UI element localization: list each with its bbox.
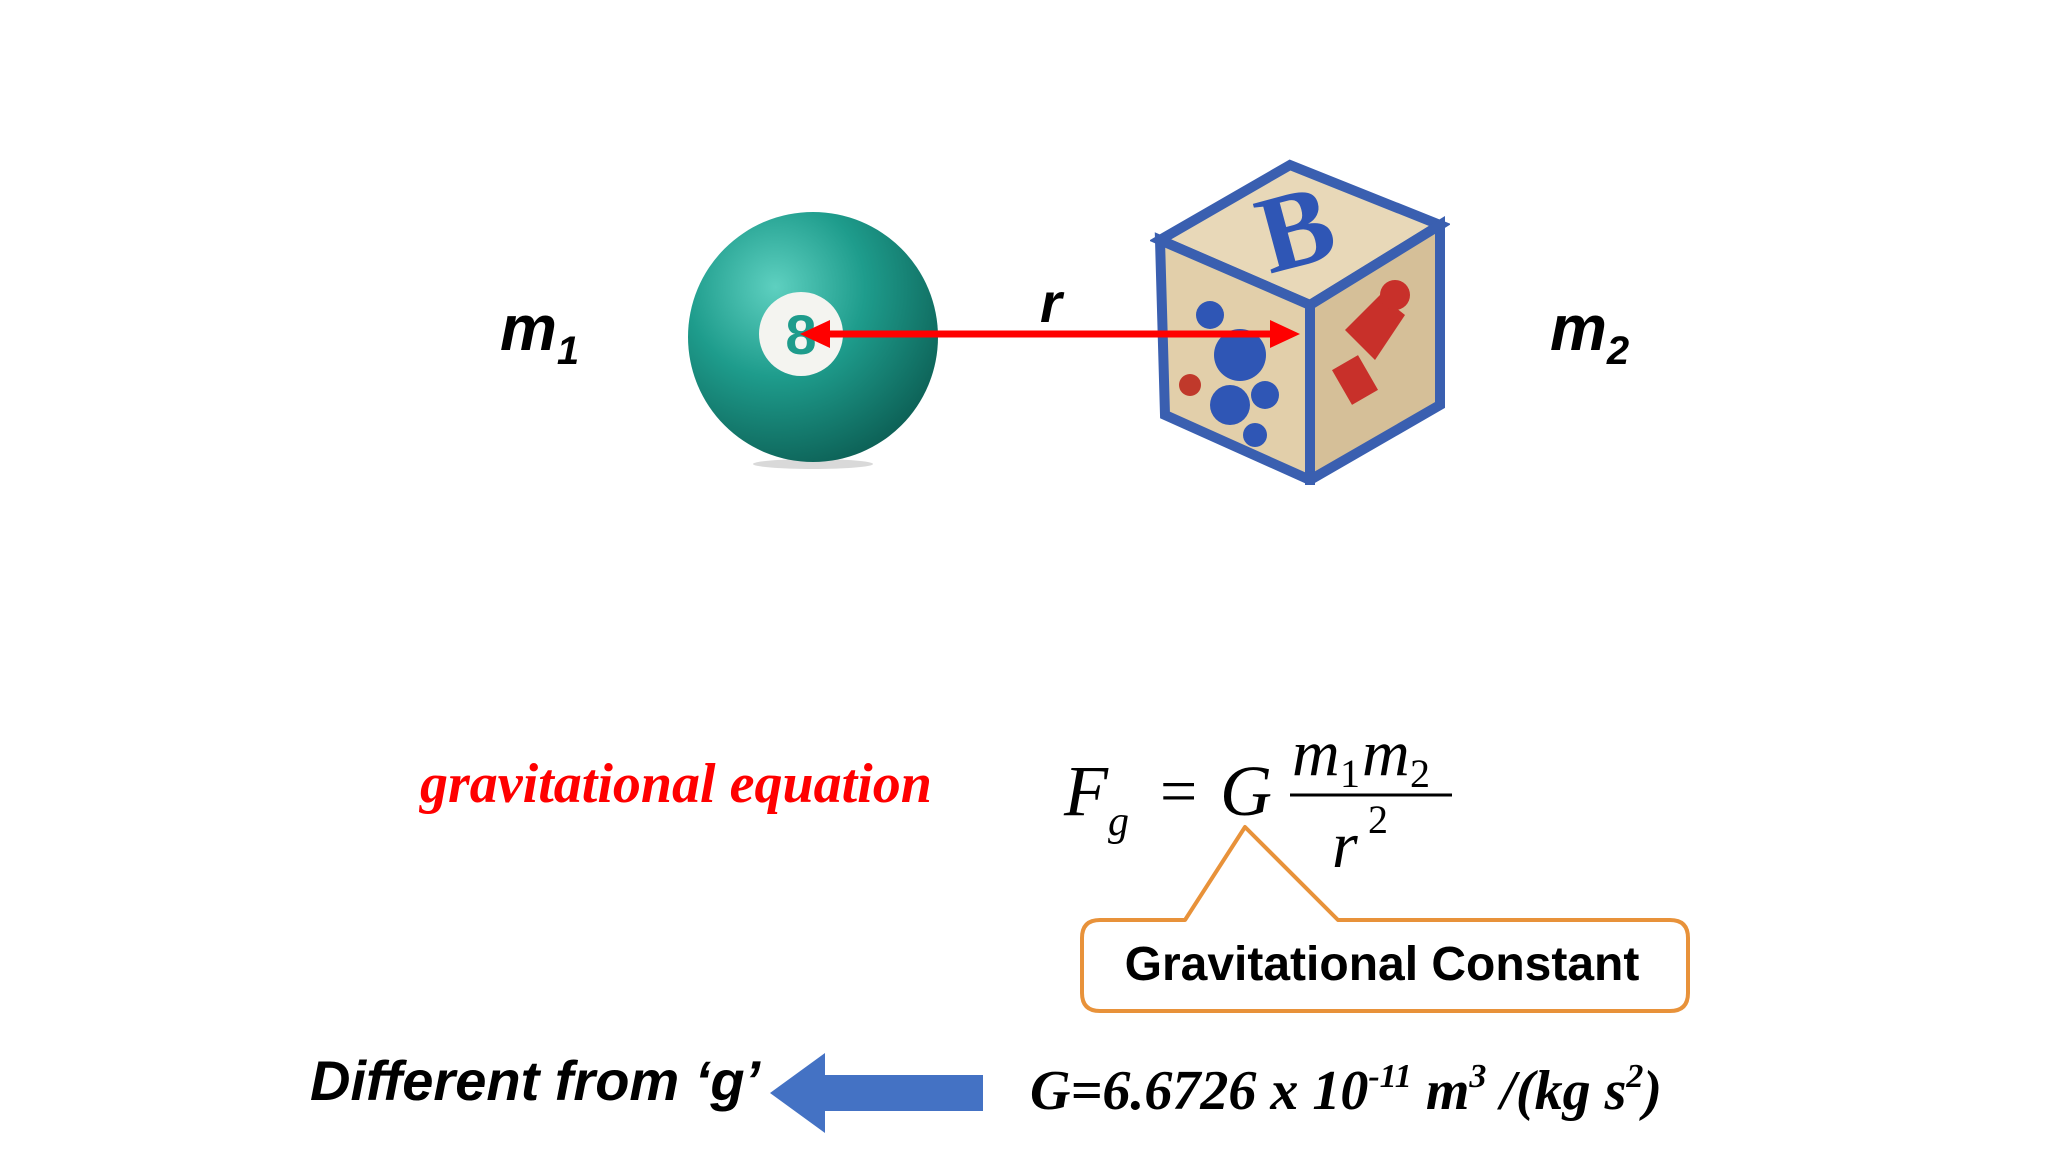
g-value-suffix: ): [1643, 1060, 1663, 1122]
gravitational-formula: F g = G m 1 m 2 r 2: [1063, 717, 1452, 882]
cube-bear-figure: [1196, 301, 1279, 447]
m1-label: m1: [500, 296, 579, 371]
callout-bubble: [1080, 825, 1690, 1013]
formula-r-exponent: 2: [1368, 797, 1388, 842]
ball-shadow: [753, 459, 873, 469]
g-value-meter: m: [1411, 1060, 1470, 1122]
formula-F: F: [1063, 751, 1109, 831]
m2-label: m2: [1550, 296, 1629, 371]
formula-r: r: [1332, 809, 1358, 882]
formula-equals: =: [1160, 755, 1197, 828]
formula-G: G: [1220, 751, 1272, 831]
toy-block-image: B: [1150, 159, 1450, 485]
g-value-exponent: -11: [1368, 1058, 1412, 1095]
equation-label: gravitational equation: [420, 753, 932, 815]
m1-base: m: [500, 292, 557, 364]
different-from-g-label: Different from ‘g’: [310, 1049, 761, 1112]
cube-key-figure: [1332, 280, 1410, 405]
m1-subscript: 1: [556, 329, 580, 373]
g-value-second-exponent: 2: [1626, 1058, 1644, 1095]
formula-m1-subscript: 1: [1340, 751, 1360, 796]
distance-arrow: [800, 320, 1300, 348]
gravitational-constant-value: G=6.6726 x 10-11 m3 /(kg s2): [1030, 1058, 1662, 1123]
g-value-units: /(kg s: [1486, 1060, 1627, 1122]
callout-text: Gravitational Constant: [1124, 938, 1640, 991]
m2-base: m: [1550, 292, 1607, 364]
distance-label: r: [1040, 271, 1062, 334]
formula-m1: m: [1292, 717, 1340, 790]
formula-m2-subscript: 2: [1410, 751, 1430, 796]
formula-m2: m: [1362, 717, 1410, 790]
cube-red-ball: [1179, 374, 1201, 396]
g-value-prefix: G=6.6726 x 10: [1030, 1060, 1369, 1122]
formula-F-subscript: g: [1108, 799, 1129, 845]
g-value-meter-exponent: 3: [1469, 1058, 1487, 1095]
left-arrow-icon: [770, 1053, 983, 1133]
m2-subscript: 2: [1606, 329, 1630, 373]
